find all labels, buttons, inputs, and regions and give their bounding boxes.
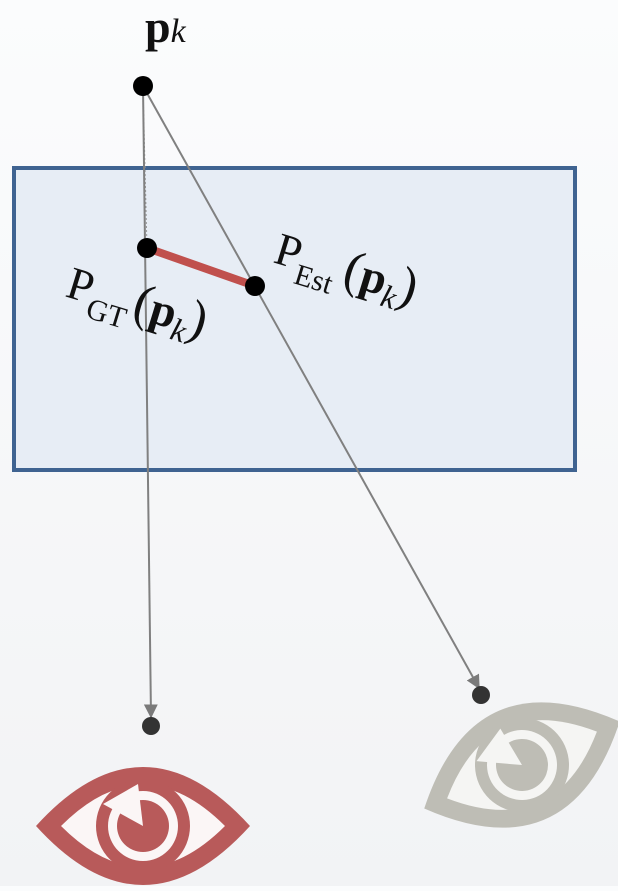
est-camera-center [472,686,490,704]
reprojection-error-segment [143,244,259,290]
gt-camera-center [142,717,160,735]
image-plane [12,166,577,472]
gt-projection-point [137,238,157,258]
world-point-label-sub: k [171,13,187,50]
world-point-label: pk [145,1,187,52]
est-projection-ray [142,85,480,690]
eye-icon [424,702,618,828]
world-point [133,76,153,96]
gt-projection-ray [142,85,158,719]
eye-icon [36,767,250,885]
world-point-label-main: p [145,1,171,52]
est-projection-point [245,276,265,296]
